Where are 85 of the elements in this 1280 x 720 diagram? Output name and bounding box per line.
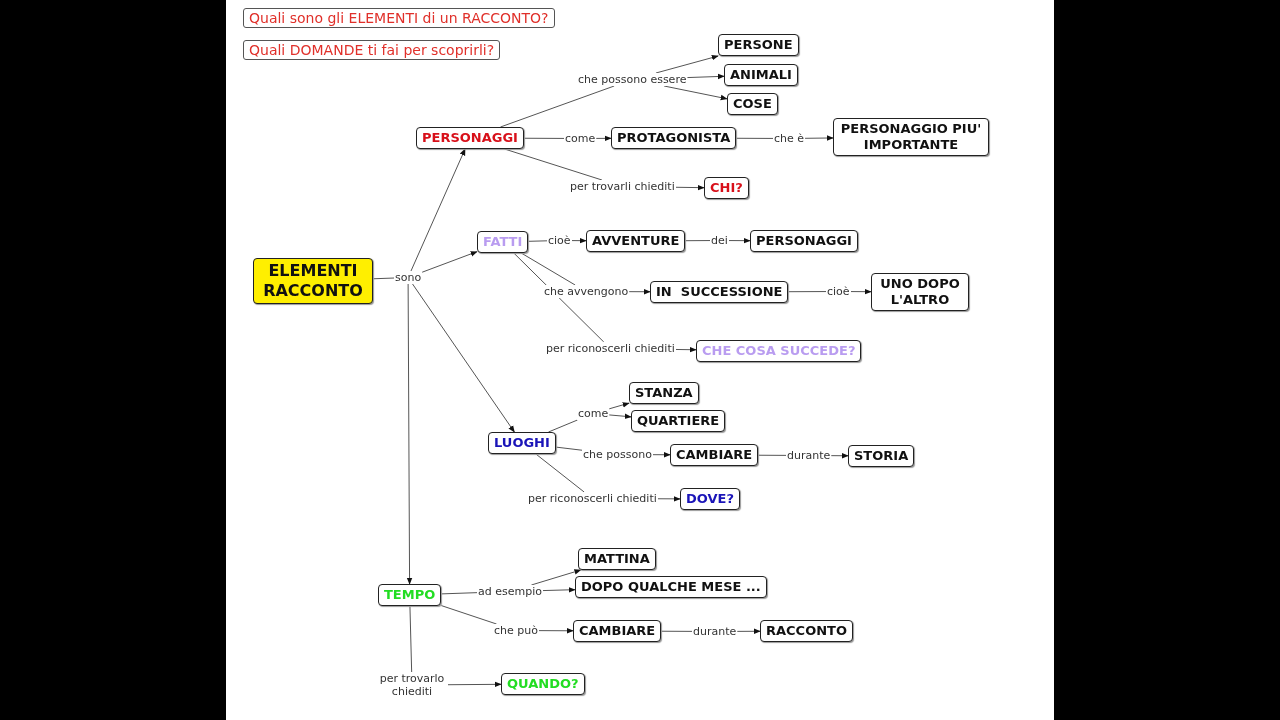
linking-phrase: che è (773, 132, 806, 145)
linking-phrase: che può (493, 624, 539, 637)
arrow (675, 184, 705, 191)
connector-line (440, 605, 497, 625)
linking-phrase: per riconoscerli chiediti (545, 342, 676, 355)
arrow (657, 496, 681, 502)
concept-box: DOVE? (680, 488, 740, 510)
linking-phrase: per riconoscerli chiediti (527, 492, 658, 505)
concept-box: QUANDO? (501, 673, 585, 695)
concept-box: QUARTIERE (631, 410, 726, 432)
concept-box: TEMPO (378, 584, 442, 606)
linking-phrase: per trovarli chiediti (569, 180, 676, 193)
arrow (530, 569, 582, 586)
concept-box: RACCONTO (760, 620, 853, 642)
concept-box: PROTAGONISTA (611, 127, 737, 149)
arrow (608, 402, 630, 410)
connector-line (504, 148, 603, 181)
arrow (410, 148, 466, 272)
arrow (412, 283, 515, 433)
concept-box: AVVENTURE (586, 230, 686, 252)
connector-line (535, 453, 585, 493)
linking-phrase: durante (786, 449, 832, 462)
concept-box: UNO DOPO L'ALTRO (871, 273, 969, 311)
arrow (595, 135, 612, 142)
arrow (571, 237, 587, 244)
arrow (850, 288, 872, 295)
concept-box: CAMBIARE (670, 444, 759, 466)
connector-line (440, 592, 478, 595)
concept-box: PERSONAGGIO PIU' IMPORTANTE (833, 118, 989, 156)
arrow (686, 73, 725, 80)
arrow (728, 237, 751, 244)
connector-line (547, 419, 578, 433)
concept-box: CHE COSA SUCCEDE? (696, 340, 862, 362)
connector-line (409, 605, 413, 673)
concept-box: PERSONAGGI (416, 127, 524, 149)
concept-box: IN SUCCESSIONE (650, 281, 789, 303)
concept-box: LUOGHI (488, 432, 556, 454)
arrow (406, 283, 413, 585)
linking-phrase: cioè (826, 285, 851, 298)
question-box: Quali DOMANDE ti fai per scoprirli? (243, 40, 501, 60)
connector-line (513, 252, 605, 343)
concept-box: MATTINA (578, 548, 656, 570)
linking-phrase: durante (692, 625, 738, 638)
arrow (655, 54, 719, 74)
connector-line (523, 137, 565, 139)
concept-box: PERSONE (718, 34, 799, 56)
connector-line (735, 137, 774, 139)
arrow (447, 681, 502, 688)
concept-box: STORIA (848, 445, 915, 467)
arrow (652, 451, 671, 458)
connector-line (684, 240, 711, 242)
connector-line (527, 240, 548, 242)
concept-box: CAMBIARE (573, 620, 662, 642)
arrow (736, 628, 761, 635)
arrow (538, 627, 574, 634)
concept-box: ANIMALI (724, 64, 798, 86)
concept-box: STANZA (629, 382, 699, 404)
concept-box: PERSONAGGI (750, 230, 858, 252)
concept-box: COSE (727, 93, 778, 115)
arrow (830, 452, 849, 459)
concept-box: CHI? (704, 177, 749, 199)
linking-phrase: cioè (547, 234, 572, 247)
arrow (663, 85, 728, 101)
arrow (542, 587, 576, 593)
linking-phrase: dei (710, 234, 729, 247)
connector-line (372, 277, 395, 280)
linking-phrase: che possono (582, 448, 653, 461)
question-box: Quali sono gli ELEMENTI di un RACCONTO? (243, 8, 555, 28)
connector-line (757, 454, 787, 456)
connector-line (787, 291, 827, 293)
arrow (608, 413, 632, 420)
arrow (804, 135, 834, 141)
connector-line (555, 446, 583, 451)
concept-box: FATTI (477, 231, 529, 253)
concept-box: DOPO QUALCHE MESE ... (575, 576, 767, 598)
concept-box: ELEMENTI RACCONTO (253, 258, 373, 304)
arrow (675, 346, 697, 353)
arrow (421, 251, 478, 273)
connector-line (500, 85, 615, 128)
linking-phrase: che possono essere (577, 73, 688, 86)
arrow (628, 288, 651, 295)
connector-line (520, 252, 576, 286)
linking-phrase: ad esempio (477, 585, 543, 598)
connector-line (660, 630, 693, 632)
linking-phrase: che avvengono (543, 285, 630, 298)
